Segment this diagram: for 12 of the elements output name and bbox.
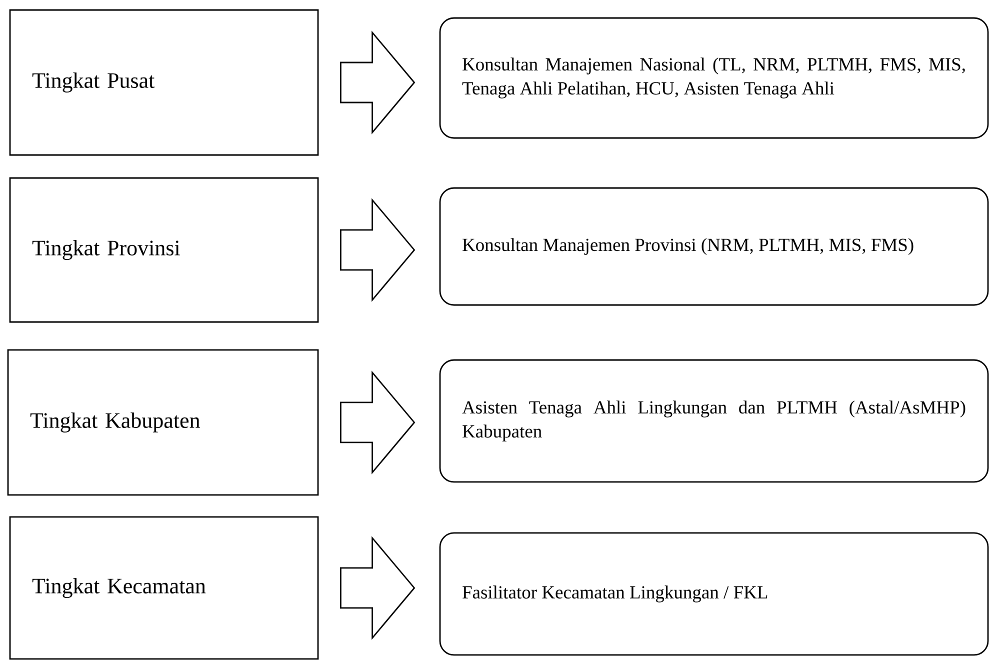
level-box: Tingkat Kecamatan [9, 516, 319, 660]
role-box: Konsultan Manajemen Provinsi (NRM, PLTMH, MIS, FMS) [439, 187, 989, 306]
level-box: Tingkat Pusat [9, 9, 319, 156]
role-box: Fasilitator Kecamatan Lingkungan / FKL [439, 532, 989, 656]
level-box: Tingkat Provinsi [9, 177, 319, 323]
level-box: Tingkat Kabupaten [7, 349, 319, 496]
role-box: Asisten Tenaga Ahli Lingkungan dan PLTMH (Astal/AsMHP) Kabupaten [439, 359, 989, 483]
block-arrow [340, 370, 416, 474]
block-arrow [340, 198, 416, 302]
block-arrow [340, 536, 416, 640]
block-arrow [340, 30, 416, 134]
role-box: Konsultan Manajemen Nasional (TL, NRM, PLTMH, FMS, MIS, Tenaga Ahli Pelatihan, HCU, Asisten Tenaga Ahli [439, 17, 989, 139]
